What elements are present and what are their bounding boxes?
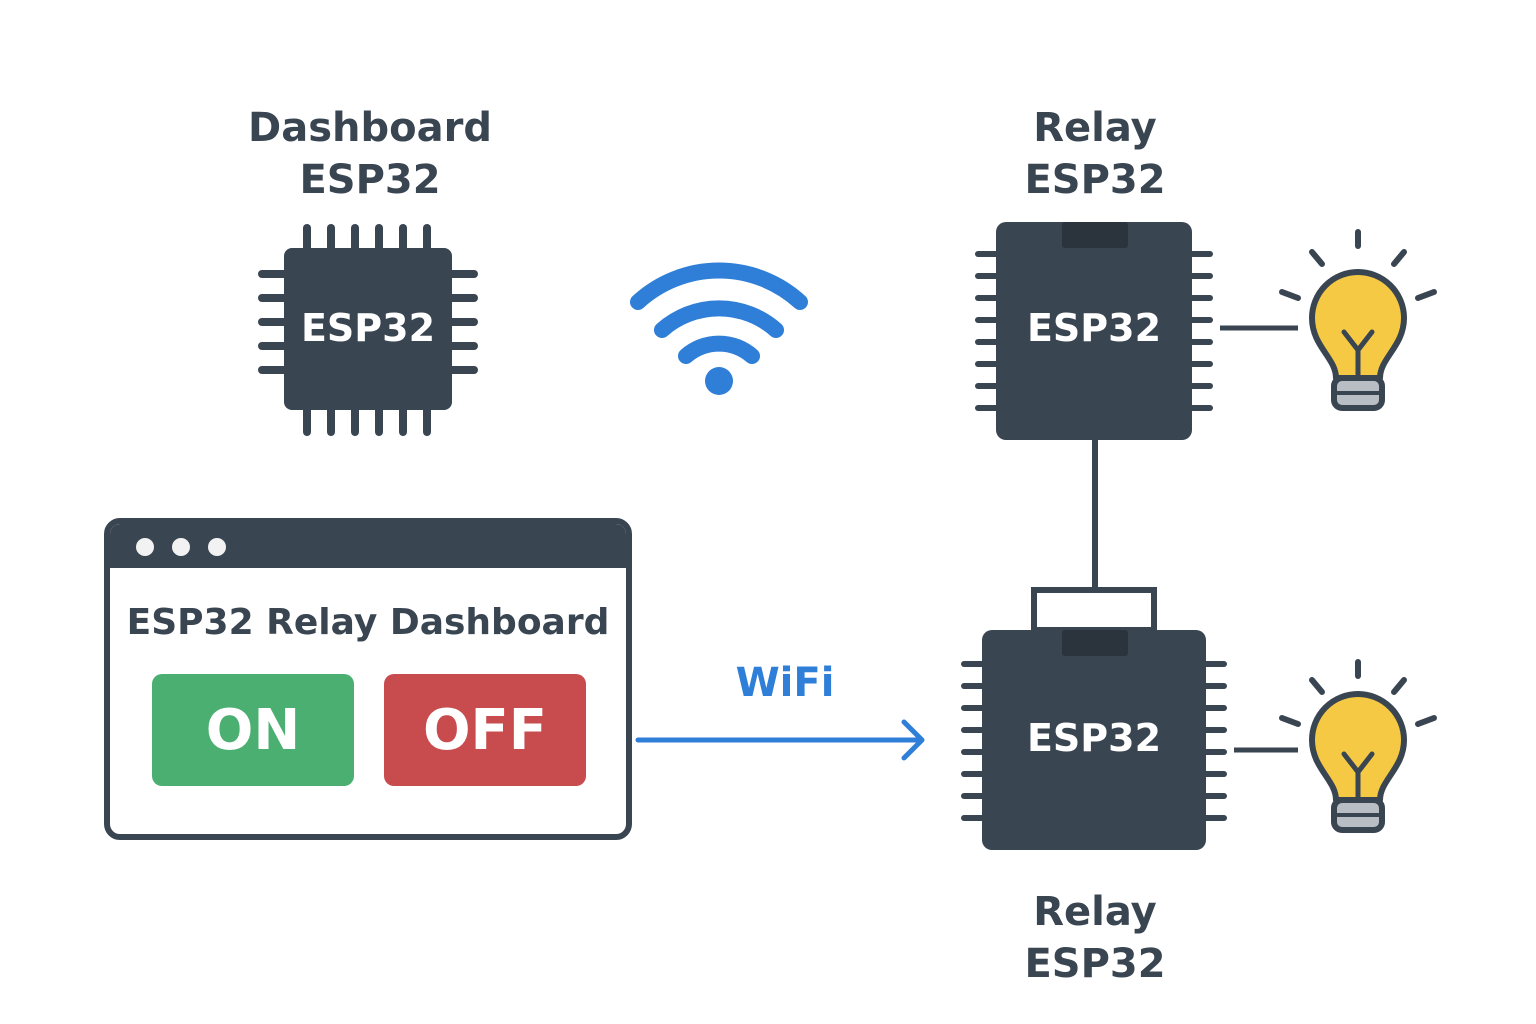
window-dot-icon — [136, 538, 154, 556]
relay-bottom-title-line1: Relay — [1033, 889, 1157, 935]
window-dot-icon — [208, 538, 226, 556]
dashboard-chip-icon — [258, 224, 478, 436]
relay-chip-bottom-icon — [961, 630, 1227, 850]
dashboard-title: ESP32 Relay Dashboard — [126, 602, 610, 643]
relay-top-title-line2: ESP32 — [1024, 157, 1166, 203]
wifi-icon — [630, 262, 808, 364]
dashboard-chip-label: ESP32 — [300, 306, 436, 350]
dashboard-device-title: Dashboard ESP32 — [240, 102, 500, 206]
relay-bottom-title-line2: ESP32 — [1024, 941, 1166, 987]
relay-bottom-chip-label: ESP32 — [1026, 716, 1162, 760]
dashboard-window: ESP32 Relay Dashboard ON OFF — [104, 518, 632, 840]
relay-top-device-title: Relay ESP32 — [990, 102, 1200, 206]
relay-top-chip-label: ESP32 — [1026, 306, 1162, 350]
wifi-link-label: WiFi — [735, 660, 835, 706]
dashboard-title-line1: Dashboard — [248, 105, 492, 151]
relay-header-bracket — [1031, 587, 1157, 633]
lightbulb-icon — [1279, 659, 1437, 833]
relay-top-title-line1: Relay — [1033, 105, 1157, 151]
arrow-right-icon — [635, 719, 925, 761]
lightbulb-icon — [1279, 229, 1437, 411]
dashboard-title-line2: ESP32 — [299, 157, 441, 203]
relay-bottom-device-title: Relay ESP32 — [990, 886, 1200, 990]
wifi-dot — [705, 367, 733, 395]
window-dot-icon — [172, 538, 190, 556]
relay-chip-top-icon — [975, 222, 1213, 440]
window-title-bar — [110, 524, 626, 568]
on-button[interactable]: ON — [152, 674, 354, 786]
off-button[interactable]: OFF — [384, 674, 586, 786]
